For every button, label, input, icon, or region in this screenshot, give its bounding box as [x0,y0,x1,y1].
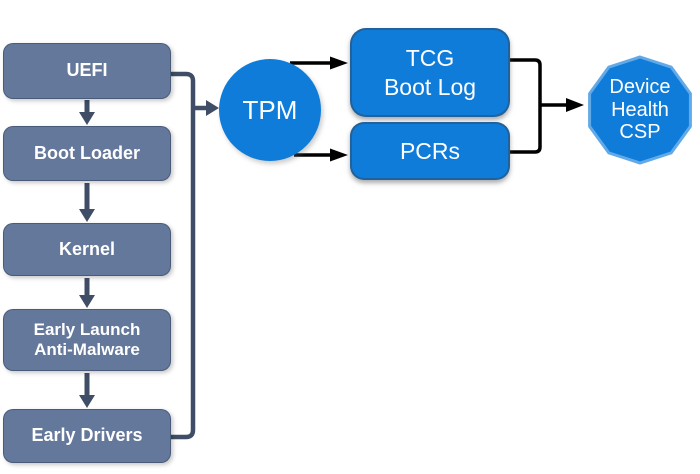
node-uefi: UEFI [3,43,171,99]
node-device-health-csp-label: Device Health CSP [609,76,671,144]
arrow-elam-to-earlydrivers [79,373,95,408]
node-pcrs: PCRs [350,122,510,180]
arrow-uefi-to-bootloader [79,100,95,125]
decagon-shape [588,55,692,165]
arrow-tpm-to-tcg-boot-log [290,56,348,70]
node-early-launch-anti-malware: Early Launch Anti-Malware [3,309,171,371]
node-early-drivers: Early Drivers [3,409,171,463]
arrow-bootloader-to-kernel [79,183,95,222]
node-tcg-boot-log: TCG Boot Log [350,28,510,117]
bracket-outputs-to-device-health-csp [510,58,584,154]
arrow-tpm-to-pcrs [294,148,348,162]
node-tpm: TPM [219,59,321,161]
bracket-boot-chain-to-tpm [171,71,219,440]
arrow-kernel-to-elam [79,278,95,308]
node-boot-loader: Boot Loader [3,126,171,181]
node-kernel: Kernel [3,223,171,276]
